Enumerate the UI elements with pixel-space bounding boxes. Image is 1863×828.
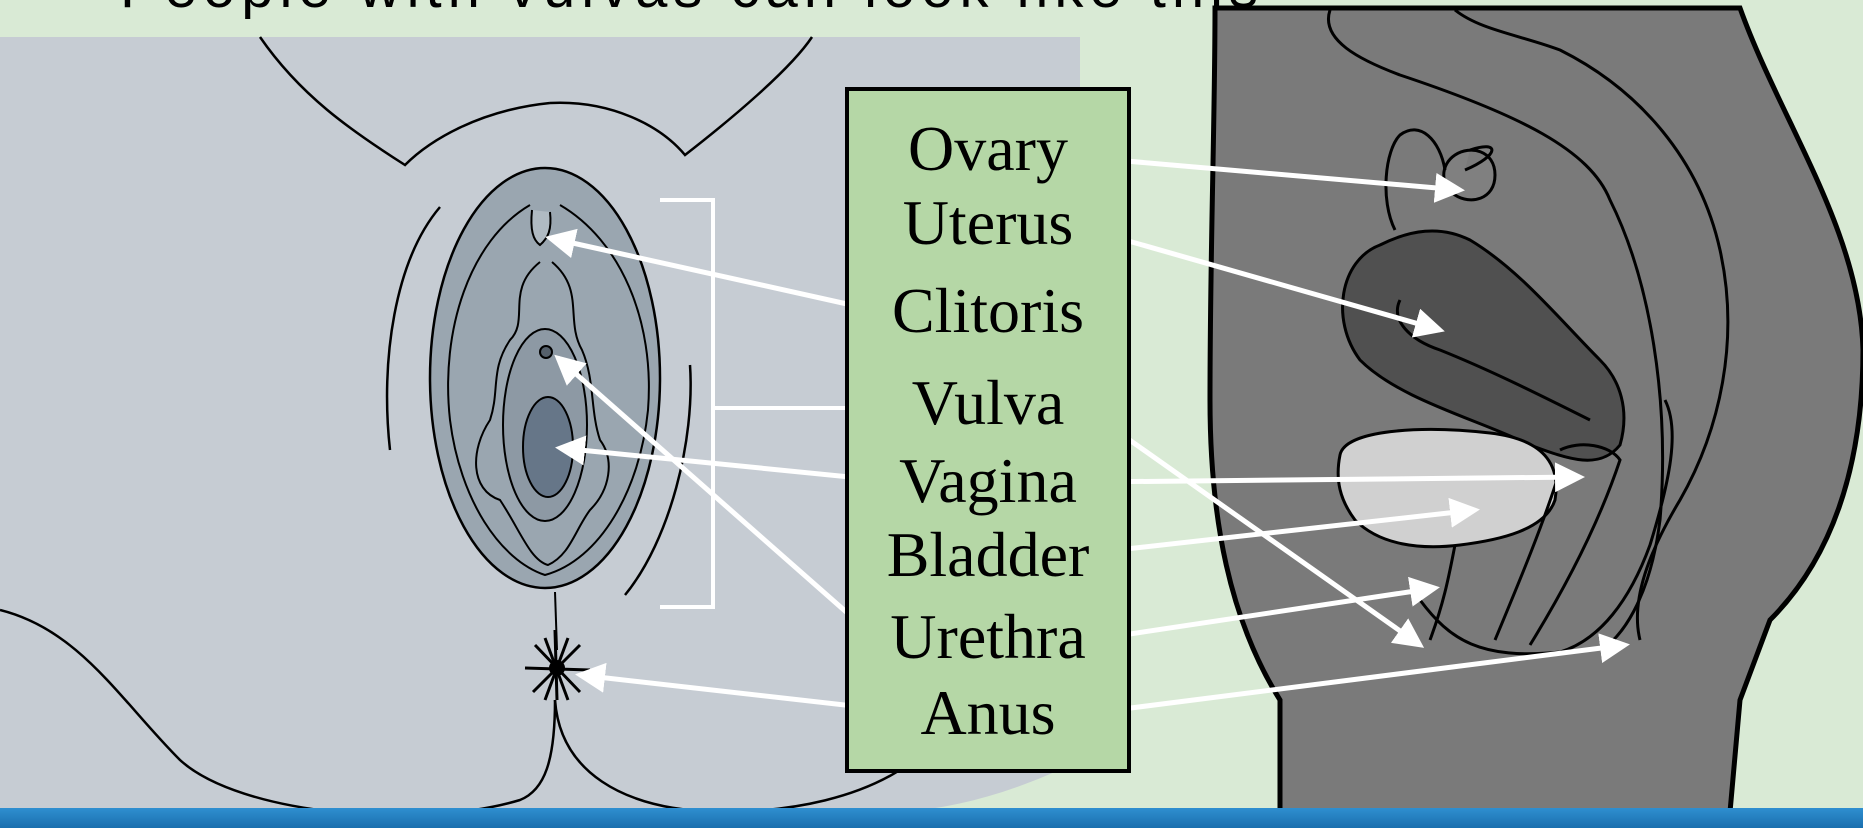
label-urethra: Urethra <box>849 605 1127 669</box>
urethral-opening <box>540 346 552 358</box>
label-anus: Anus <box>849 681 1127 745</box>
label-vulva: Vulva <box>849 371 1127 435</box>
label-bladder: Bladder <box>849 523 1127 587</box>
label-vagina: Vagina <box>849 449 1127 513</box>
label-ovary: Ovary <box>849 117 1127 181</box>
side-view-illustration <box>1210 8 1863 812</box>
label-box: Ovary Uterus Clitoris Vulva Vagina Bladd… <box>845 87 1131 773</box>
bladder <box>1338 429 1556 546</box>
bottom-bar <box>0 808 1863 828</box>
label-clitoris: Clitoris <box>849 279 1127 343</box>
label-uterus: Uterus <box>849 191 1127 255</box>
